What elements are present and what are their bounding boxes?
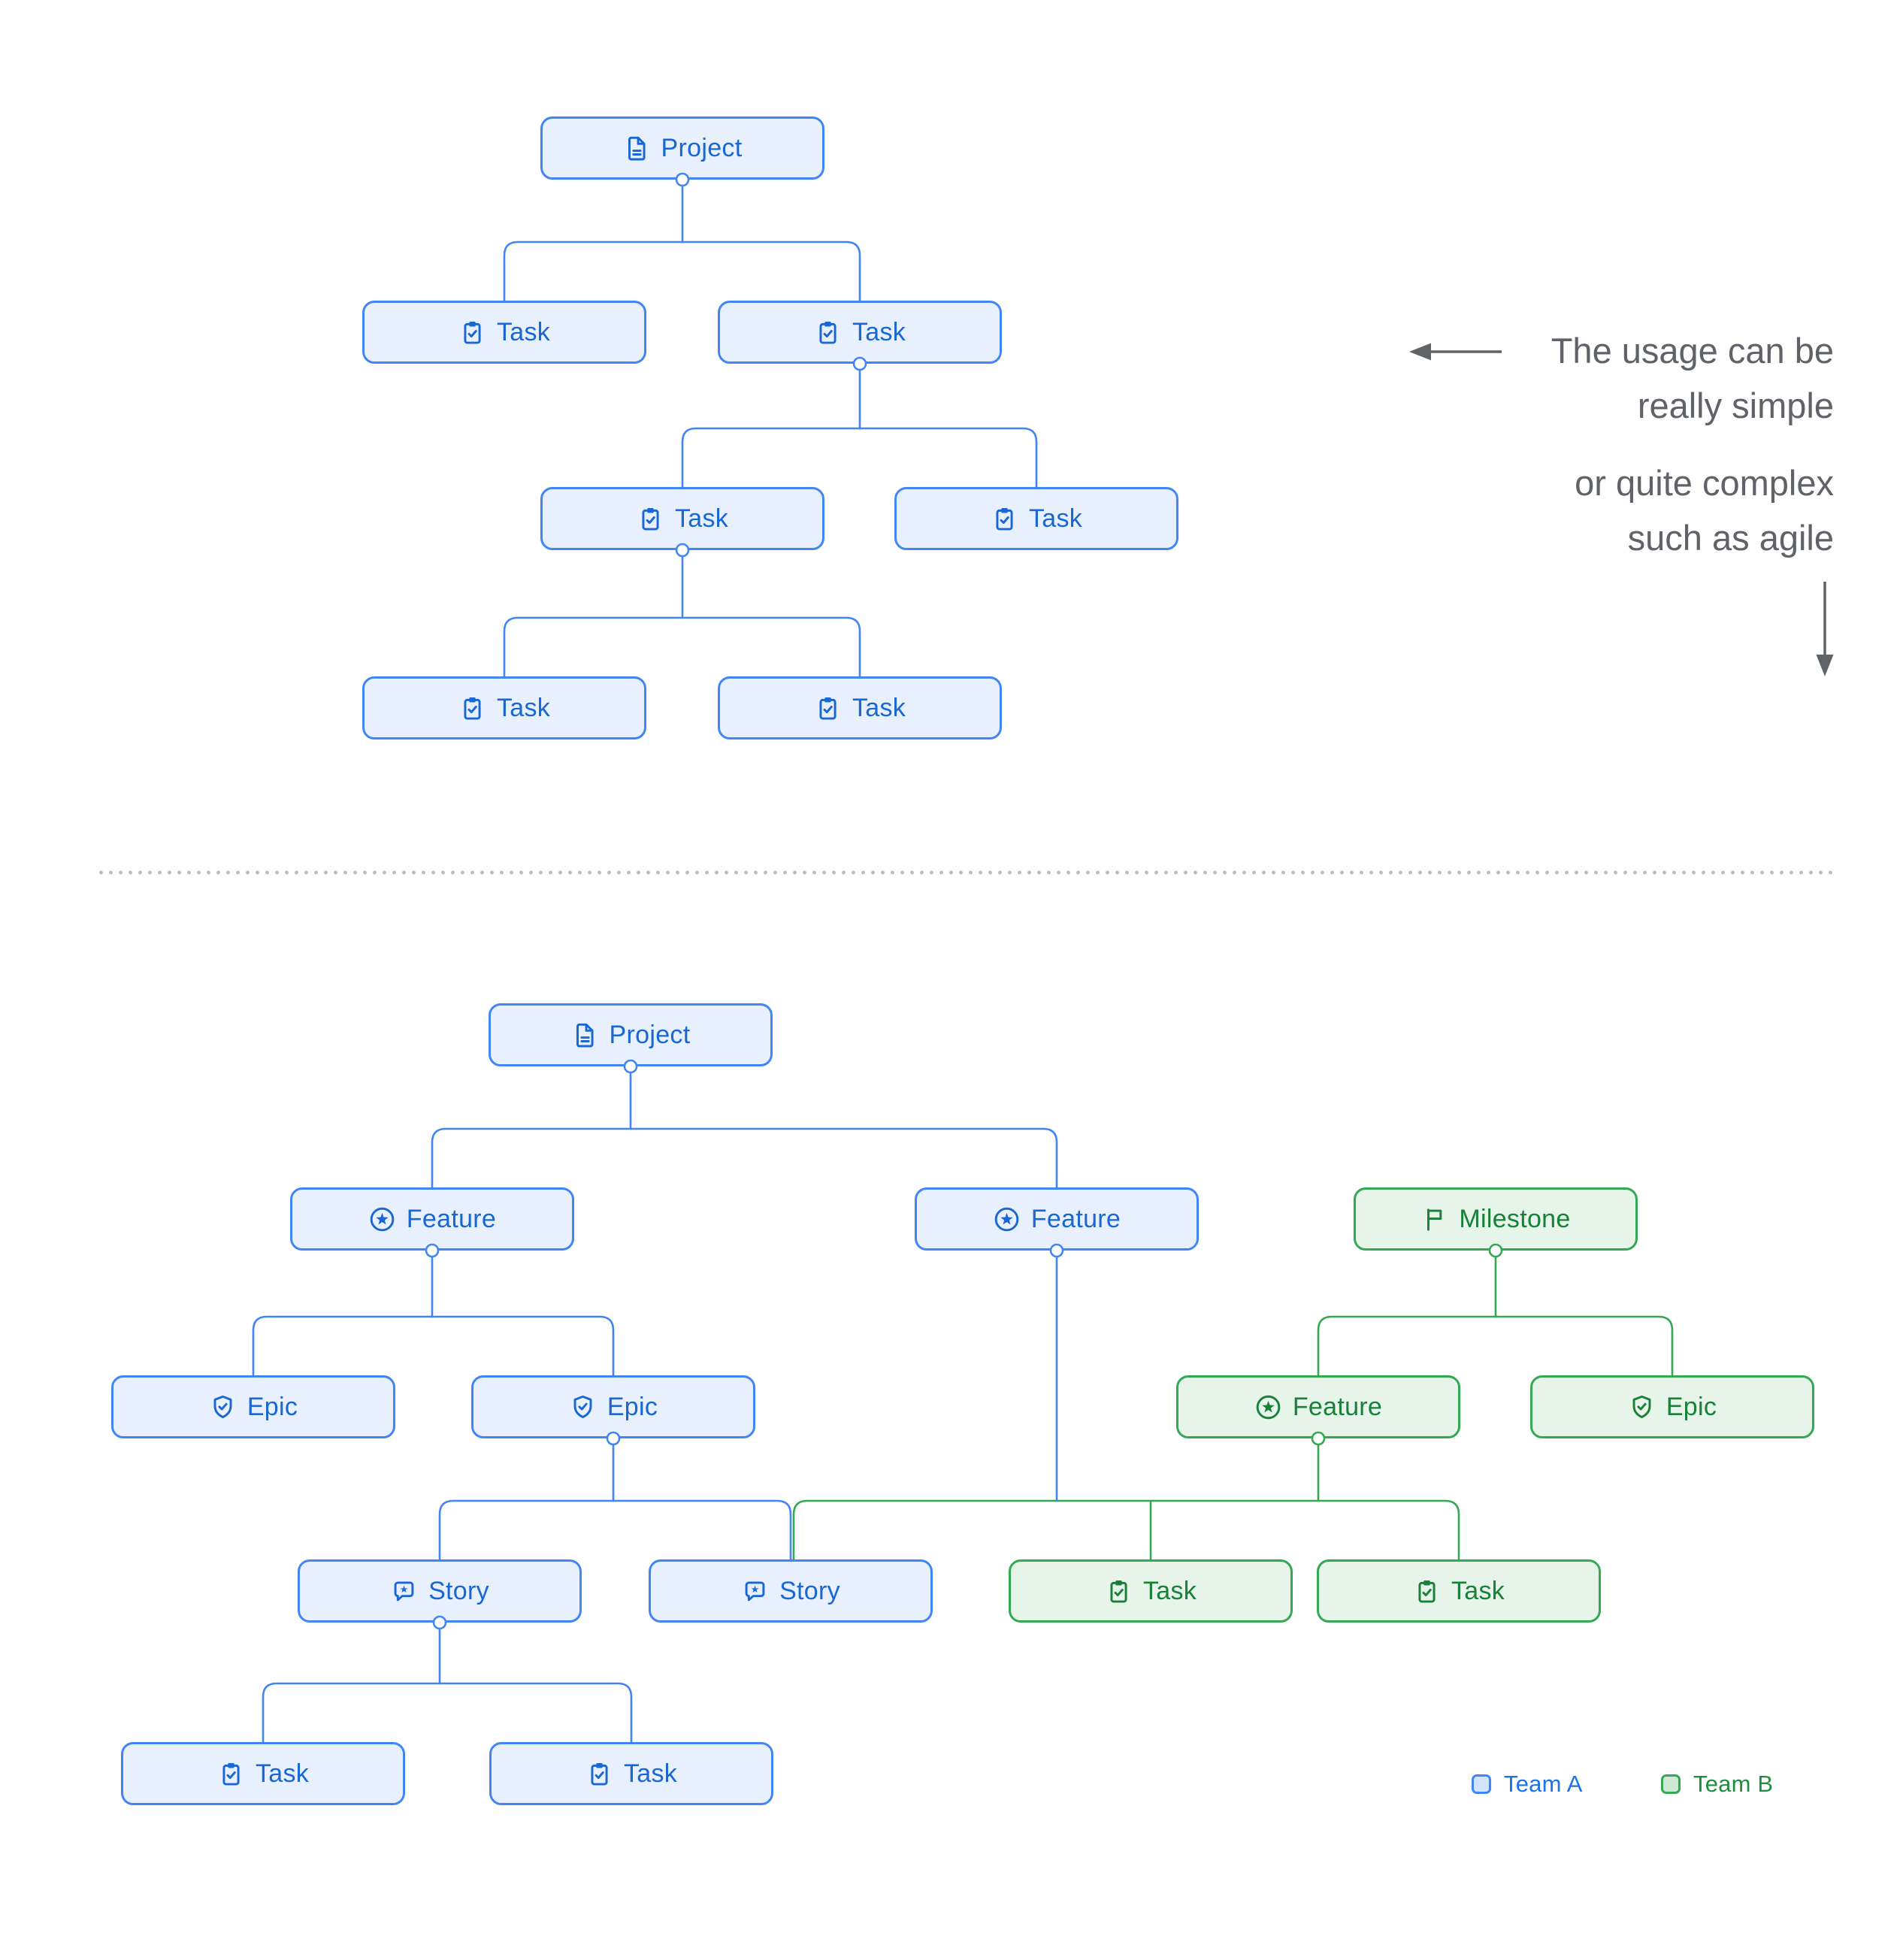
task-icon [814, 319, 842, 346]
connector-joint [1488, 1243, 1503, 1258]
node-project: Project [540, 116, 824, 180]
annotation-line: The usage can be [1551, 331, 1834, 371]
node-task: Task [1317, 1559, 1601, 1623]
task-icon [1105, 1577, 1133, 1605]
node-label: Task [496, 693, 551, 722]
node-label: Task [1028, 504, 1083, 533]
node-task: Task [718, 301, 1002, 364]
node-feature: Feature [290, 1187, 574, 1251]
dotted-divider [96, 870, 1838, 875]
epic-icon [569, 1393, 597, 1421]
task-icon [991, 505, 1018, 533]
connector-joint [432, 1615, 447, 1630]
connector-joint [425, 1243, 440, 1258]
annotation-complex: or quite complex such as agile [1575, 455, 1834, 565]
connector-bus [252, 1315, 615, 1377]
legend-team-b: Team B [1661, 1771, 1773, 1798]
feature-icon [993, 1205, 1021, 1233]
node-task: Task [489, 1742, 773, 1805]
connector-joint [852, 356, 867, 371]
connector-bus [792, 1499, 1460, 1561]
node-label: Task [852, 693, 906, 722]
node-label: Epic [247, 1392, 298, 1421]
node-label: Epic [607, 1392, 658, 1421]
node-label: Feature [406, 1204, 497, 1233]
node-label: Task [1451, 1576, 1505, 1605]
node-label: Feature [1292, 1392, 1383, 1421]
node-label: Task [496, 317, 551, 346]
node-task: Task [1009, 1559, 1293, 1623]
connector-joint [1049, 1243, 1064, 1258]
connector-bus [262, 1682, 633, 1744]
team-a-swatch [1472, 1774, 1491, 1794]
milestone-icon [1420, 1205, 1448, 1233]
epic-icon [1628, 1393, 1656, 1421]
node-label: Story [428, 1576, 489, 1605]
connector-joint [606, 1431, 621, 1446]
story-icon [390, 1577, 418, 1605]
story-icon [741, 1577, 769, 1605]
task-icon [637, 505, 664, 533]
connector-joint [623, 1059, 638, 1074]
connector-bus [438, 1499, 792, 1561]
annotation-line: or quite complex [1575, 463, 1834, 503]
node-epic: Epic [1530, 1375, 1814, 1438]
annotation-simple: The usage can be really simple [1551, 323, 1834, 433]
task-icon [814, 694, 842, 722]
feature-icon [368, 1205, 396, 1233]
node-label: Story [779, 1576, 840, 1605]
connector-joint [1311, 1431, 1326, 1446]
node-label: Project [661, 133, 743, 162]
node-epic: Epic [471, 1375, 755, 1438]
node-task: Task [718, 676, 1002, 740]
connector-joint [675, 543, 690, 558]
node-epic: Epic [111, 1375, 395, 1438]
node-task: Task [362, 301, 646, 364]
node-label: Feature [1030, 1204, 1121, 1233]
task-icon [217, 1760, 245, 1788]
node-label: Task [255, 1759, 310, 1788]
node-label: Task [852, 317, 906, 346]
task-icon [1413, 1577, 1441, 1605]
legend-label: Team A [1504, 1771, 1583, 1797]
annotation-line: such as agile [1627, 518, 1834, 558]
annotation-line: really simple [1637, 386, 1834, 425]
node-label: Task [623, 1759, 678, 1788]
node-task: Task [894, 487, 1178, 550]
node-feature: Feature [1176, 1375, 1460, 1438]
node-label: Milestone [1459, 1204, 1571, 1233]
task-icon [585, 1760, 613, 1788]
team-b-swatch [1661, 1774, 1681, 1794]
node-label: Task [1142, 1576, 1197, 1605]
node-story: Story [649, 1559, 933, 1623]
node-task: Task [121, 1742, 405, 1805]
arrow-down-icon [1816, 582, 1834, 676]
legend-team-a: Team A [1472, 1771, 1583, 1798]
project-icon [571, 1021, 599, 1049]
node-label: Project [609, 1020, 691, 1049]
connector-joint [675, 172, 690, 187]
connector-bus [431, 1127, 1058, 1189]
task-icon [458, 319, 486, 346]
node-task: Task [540, 487, 824, 550]
arrow-left-icon [1409, 343, 1502, 361]
node-story: Story [298, 1559, 582, 1623]
feature-icon [1254, 1393, 1282, 1421]
node-label: Epic [1666, 1392, 1717, 1421]
project-icon [623, 135, 651, 162]
node-label: Task [674, 504, 729, 533]
node-task: Task [362, 676, 646, 740]
task-icon [458, 694, 486, 722]
legend-label: Team B [1693, 1771, 1774, 1797]
epic-icon [209, 1393, 237, 1421]
